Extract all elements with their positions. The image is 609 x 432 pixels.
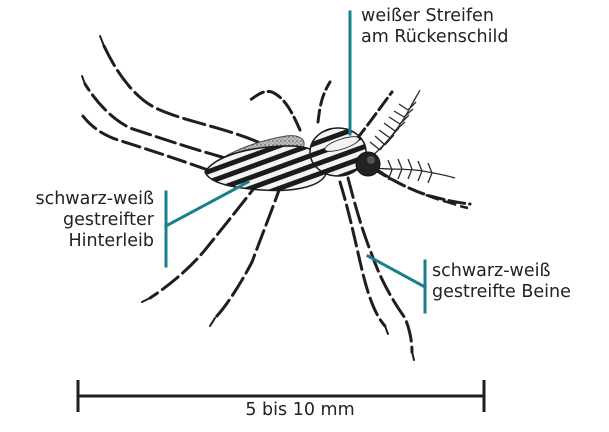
label-striped-abdomen-line2: gestreifter	[4, 210, 154, 231]
scale-bar-label: 5 bis 10 mm	[210, 400, 390, 420]
label-striped-legs-line2: gestreifte Beine	[432, 282, 571, 303]
label-striped-abdomen-line1: schwarz-weiß	[4, 189, 154, 210]
label-thorax-stripe-line2: am Rückenschild	[361, 27, 508, 48]
mosquito-head	[356, 152, 380, 176]
legs-callout-pointer	[368, 256, 425, 287]
abdomen-callout-pointer	[166, 182, 248, 226]
label-striped-abdomen: schwarz-weiß gestreifter Hinterleib	[4, 189, 154, 252]
label-striped-legs-line1: schwarz-weiß	[432, 261, 571, 282]
label-thorax-stripe-line1: weißer Streifen	[361, 6, 508, 27]
label-striped-legs: schwarz-weiß gestreifte Beine	[432, 261, 571, 303]
label-striped-abdomen-line3: Hinterleib	[4, 231, 154, 252]
label-thorax-stripe: weißer Streifen am Rückenschild	[361, 6, 508, 48]
mosquito-abdomen	[205, 146, 327, 190]
mosquito-eye	[367, 156, 375, 164]
